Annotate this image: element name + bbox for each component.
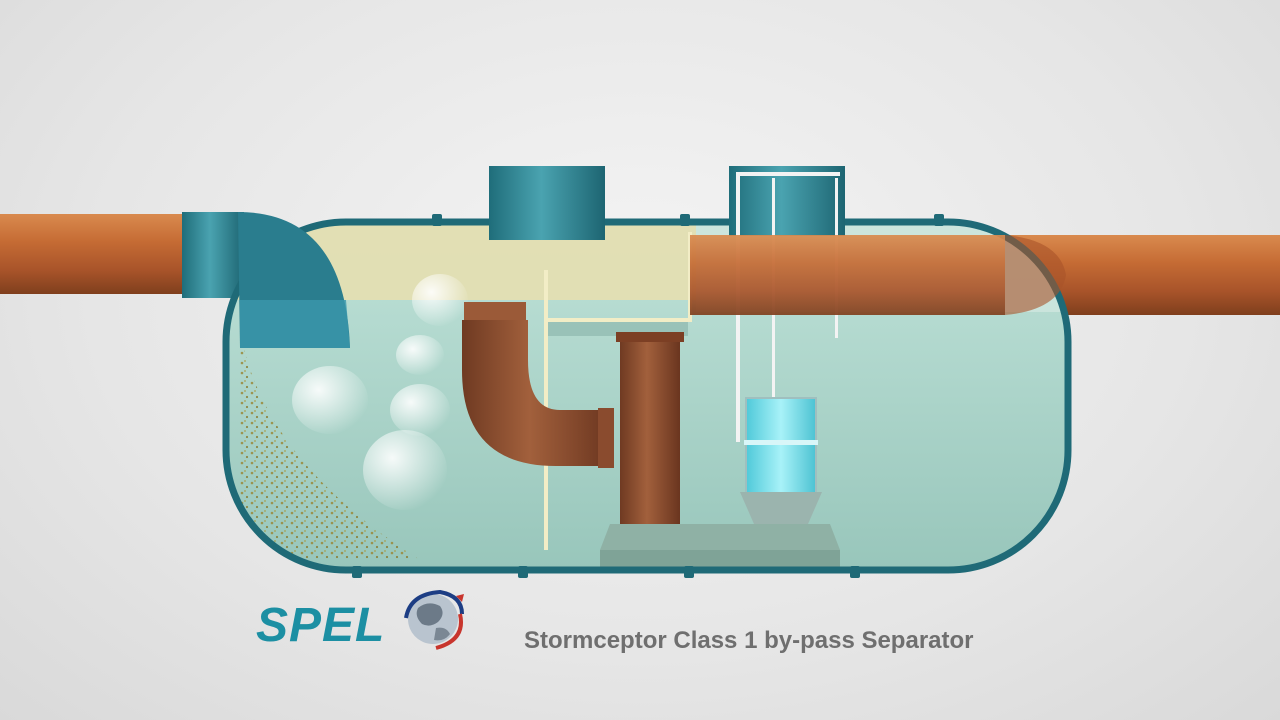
inlet-pipe (0, 212, 244, 298)
access-shaft (489, 166, 605, 240)
globe-icon (404, 589, 464, 650)
inlet-deflector (238, 212, 350, 348)
spel-logo-text: SPEL (256, 599, 386, 652)
outlet-pipe-inner (690, 235, 1066, 315)
dip-pipe (462, 302, 614, 468)
diagram-caption: Stormceptor Class 1 by-pass Separator (524, 627, 974, 654)
outlet-plinth (600, 524, 840, 550)
oil-alarm-probe (740, 397, 822, 524)
sediment (240, 330, 420, 560)
riser-pipe (616, 332, 684, 524)
